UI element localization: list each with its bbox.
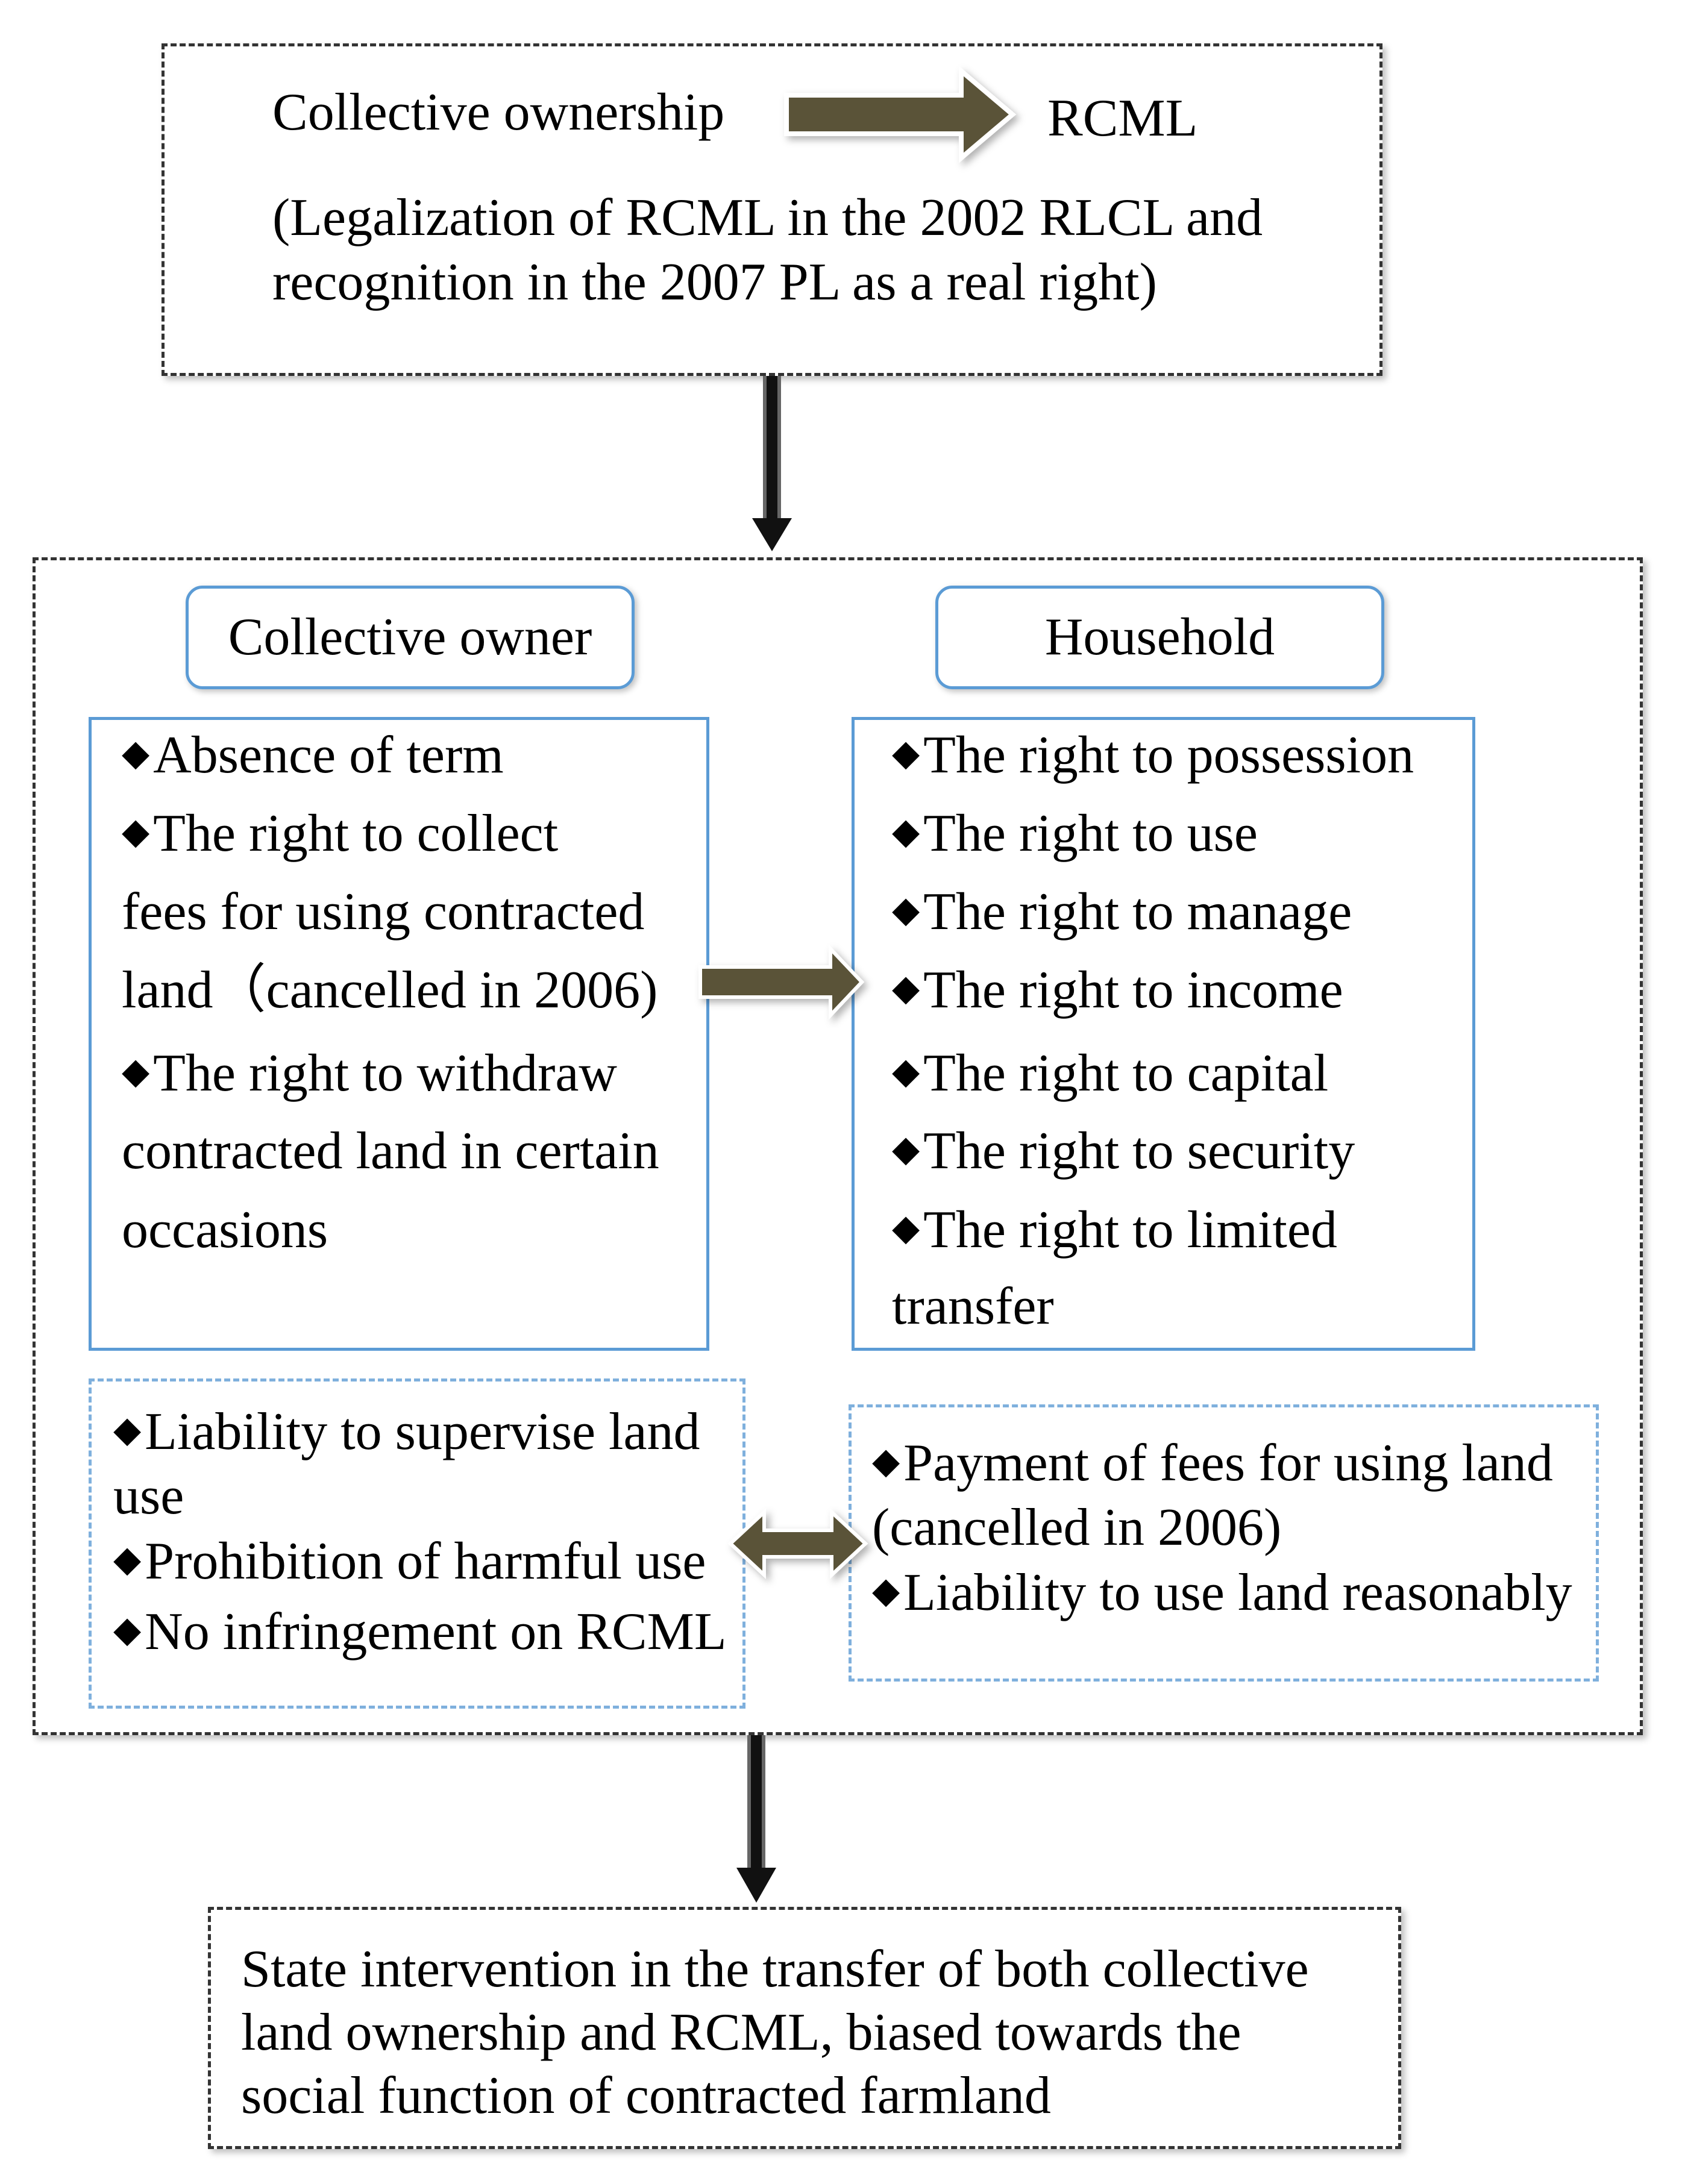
- list-item: transfer: [892, 1277, 1054, 1336]
- list-item: ◆The right to manage: [892, 883, 1352, 941]
- list-item: use: [113, 1467, 184, 1525]
- list-item: contracted land in certain: [122, 1122, 659, 1180]
- top-note-line-2: recognition in the 2007 PL as a real rig…: [272, 253, 1157, 311]
- household-rights-box: [852, 717, 1475, 1351]
- diamond-bullet-icon: ◆: [872, 1571, 900, 1610]
- list-item: ◆Absence of term: [122, 726, 504, 784]
- collective-owner-header: Collective owner: [186, 586, 635, 689]
- list-item: ◆The right to possession: [892, 726, 1414, 784]
- rcml-label: RCML: [1047, 89, 1198, 148]
- diamond-bullet-icon: ◆: [892, 1208, 920, 1248]
- list-item: ◆Payment of fees for using land: [872, 1434, 1553, 1492]
- collective-ownership-label: Collective ownership: [272, 83, 725, 142]
- right-arrow-icon: [698, 944, 865, 1020]
- list-item: ◆The right to withdraw: [122, 1044, 617, 1103]
- household-header: Household: [935, 586, 1384, 689]
- list-item: ◆The right to income: [892, 961, 1343, 1019]
- diamond-bullet-icon: ◆: [872, 1441, 900, 1481]
- list-item: ◆The right to collect: [122, 804, 559, 863]
- diamond-bullet-icon: ◆: [113, 1410, 142, 1450]
- list-item: (cancelled in 2006): [872, 1498, 1282, 1557]
- diamond-bullet-icon: ◆: [892, 733, 920, 773]
- bottom-line-3: social function of contracted farmland: [241, 2067, 1051, 2125]
- list-item: ◆The right to use: [892, 804, 1258, 863]
- diamond-bullet-icon: ◆: [892, 1129, 920, 1169]
- bottom-line-2: land ownership and RCML, biased towards …: [241, 2003, 1241, 2062]
- right-arrow-icon: [784, 66, 1017, 163]
- middle-container: [33, 557, 1643, 1735]
- top-box: [162, 43, 1382, 376]
- diamond-bullet-icon: ◆: [122, 812, 150, 851]
- diamond-bullet-icon: ◆: [122, 733, 150, 773]
- list-item: ◆The right to capital: [892, 1044, 1329, 1103]
- list-item: occasions: [122, 1201, 328, 1259]
- household-title: Household: [1044, 608, 1275, 666]
- list-item: ◆The right to limited: [892, 1201, 1337, 1259]
- down-arrow-icon: [752, 376, 792, 551]
- diamond-bullet-icon: ◆: [892, 1051, 920, 1091]
- bottom-line-1: State intervention in the transfer of bo…: [241, 1940, 1309, 1998]
- diamond-bullet-icon: ◆: [892, 890, 920, 930]
- list-item: ◆Liability to use land reasonably: [872, 1563, 1572, 1622]
- diamond-bullet-icon: ◆: [122, 1051, 150, 1091]
- collective-owner-title: Collective owner: [228, 608, 592, 666]
- list-item: ◆No infringement on RCML: [113, 1603, 727, 1661]
- collective-owner-rights-box: [89, 717, 709, 1351]
- diamond-bullet-icon: ◆: [113, 1610, 142, 1650]
- list-item: land（cancelled in 2006): [122, 961, 658, 1019]
- double-arrow-icon: [727, 1508, 868, 1579]
- list-item: ◆Prohibition of harmful use: [113, 1532, 706, 1591]
- down-arrow-icon: [736, 1735, 776, 1903]
- diamond-bullet-icon: ◆: [892, 812, 920, 851]
- diamond-bullet-icon: ◆: [113, 1539, 142, 1579]
- list-item: ◆The right to security: [892, 1122, 1355, 1180]
- diamond-bullet-icon: ◆: [892, 968, 920, 1008]
- list-item: ◆Liability to supervise land: [113, 1403, 700, 1461]
- list-item: fees for using contracted: [122, 883, 645, 941]
- top-note-line-1: (Legalization of RCML in the 2002 RLCL a…: [272, 189, 1263, 247]
- bottom-box: [208, 1907, 1401, 2149]
